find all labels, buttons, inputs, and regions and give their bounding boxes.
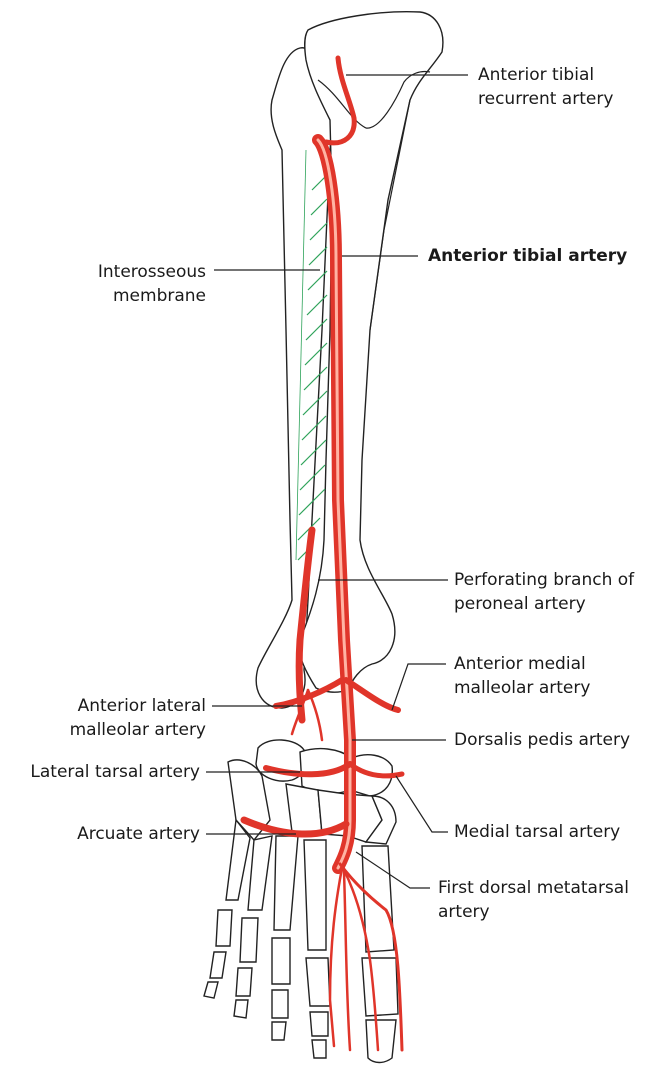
label-dorsalis-pedis: Dorsalis pedis artery xyxy=(454,728,630,752)
label-first-dorsal-metatarsal: First dorsal metatarsal artery xyxy=(438,876,629,924)
label-arcuate: Arcuate artery xyxy=(77,822,200,846)
label-perforating-branch: Perforating branch of peroneal artery xyxy=(454,568,634,616)
label-anterior-tibial-recurrent: Anterior tibial recurrent artery xyxy=(478,63,613,111)
label-anterior-medial-malleolar: Anterior medial malleolar artery xyxy=(454,652,590,700)
label-anterior-lateral-malleolar: Anterior lateral malleolar artery xyxy=(70,694,206,742)
label-medial-tarsal: Medial tarsal artery xyxy=(454,820,620,844)
label-lateral-tarsal: Lateral tarsal artery xyxy=(30,760,200,784)
label-anterior-tibial-artery: Anterior tibial artery xyxy=(428,244,627,268)
label-interosseous-membrane: Interosseous membrane xyxy=(98,260,206,308)
foot-bones xyxy=(204,740,398,1063)
